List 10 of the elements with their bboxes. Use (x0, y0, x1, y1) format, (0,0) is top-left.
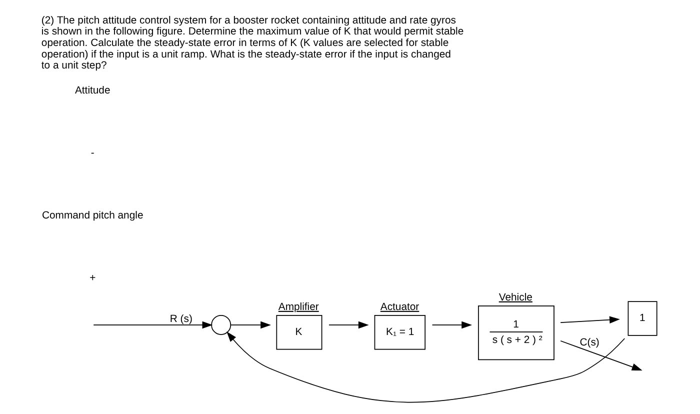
label: Command pitch angle (42, 210, 144, 222)
label: Attitude (74, 85, 110, 96)
label: - (90, 148, 94, 159)
label: + (90, 272, 96, 284)
node-label: Actuator (380, 302, 420, 313)
node-label: Vehicle (498, 292, 532, 304)
node-label: Amplifier (278, 302, 319, 313)
edge-label: C(s) (580, 337, 600, 348)
edge-label: R (s) (170, 314, 192, 326)
diagram-title: (2) The pitch attitude control system for a booster rocket containing attitude and rate gyros is shown in the following figure. Determine the maximum value of K that would permit stable operation. Calculate the steady-state error in terms of K (K values are selected for stable operation) if the input is a unit ramp. What is the steady-state error if the input is changed to a unit step? (41, 15, 464, 72)
